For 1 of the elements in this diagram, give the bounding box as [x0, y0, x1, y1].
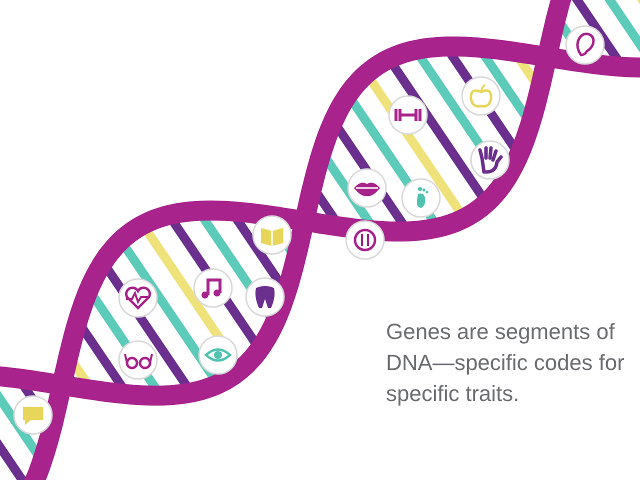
caption-text: Genes are segments of DNA—specific codes for specific traits. [386, 318, 626, 408]
